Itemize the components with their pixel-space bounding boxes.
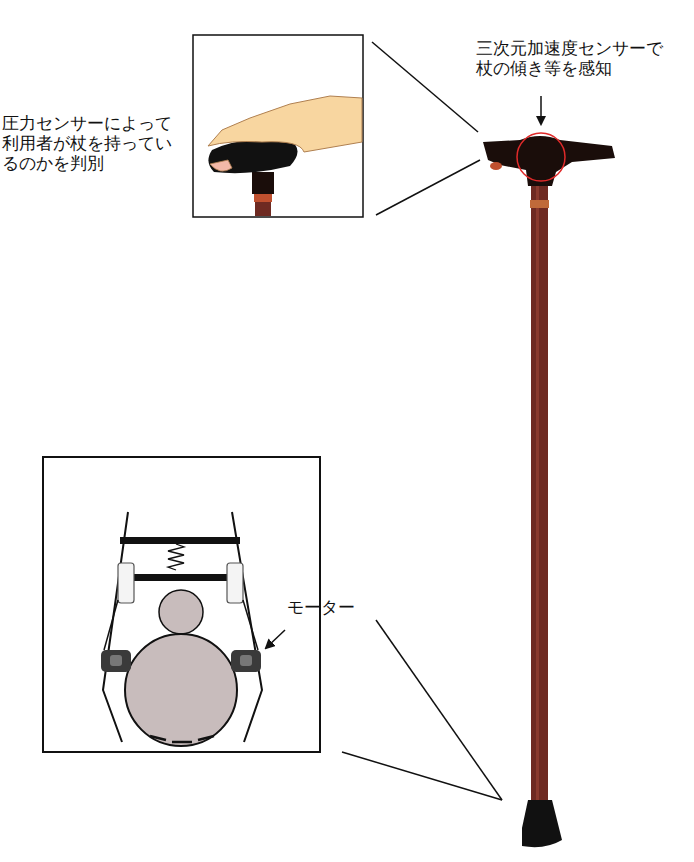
tip-inset bbox=[43, 457, 320, 752]
callout-label: 三次元加速度センサーで 杖の傾き等を感知 bbox=[476, 38, 672, 78]
pointer-arrow bbox=[540, 96, 542, 124]
callout-label: 圧力センサーによって 利用者が杖を持ってい るのかを判別 bbox=[2, 113, 184, 173]
cane bbox=[483, 133, 615, 847]
grip-inset bbox=[193, 35, 363, 217]
callout-label: モーター bbox=[287, 597, 377, 617]
